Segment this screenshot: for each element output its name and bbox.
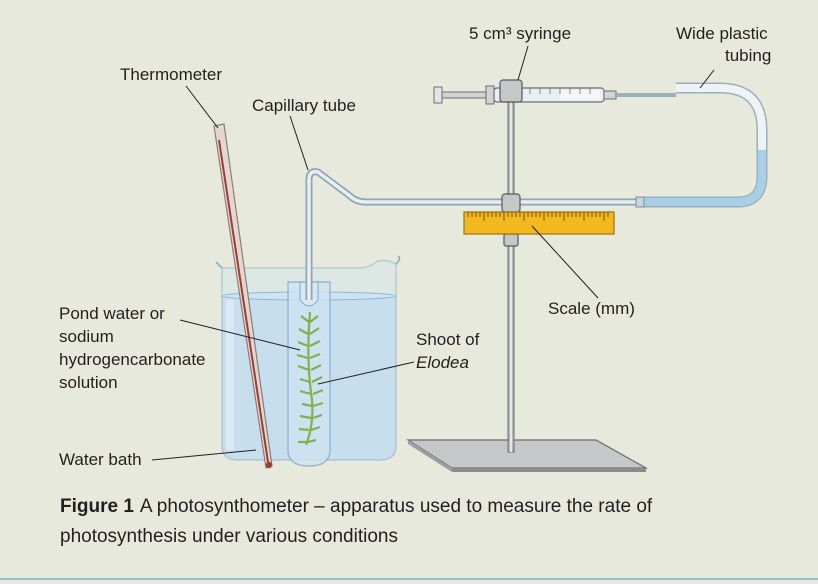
thermometer [213, 123, 273, 469]
clamps [499, 79, 523, 247]
label-tubing-line2: tubing [725, 46, 772, 65]
label-thermometer: Thermometer [120, 65, 223, 84]
label-pond-water-line4: solution [59, 373, 118, 392]
retort-stand [405, 79, 649, 472]
label-pond-water-line2: sodium [59, 327, 114, 346]
label-pond-water-line1: Pond water or [59, 304, 165, 323]
label-shoot-line1: Shoot of [416, 330, 480, 349]
label-pond-water-line3: hydrogencarbonate [59, 350, 206, 369]
leader-lines [151, 45, 715, 461]
plastic-tubing [635, 82, 768, 208]
caption-label: Figure 1 [60, 496, 134, 517]
label-syringe: 5 cm³ syringe [469, 24, 572, 43]
mm-scale [463, 211, 615, 235]
label-tubing-line1: Wide plastic [676, 24, 768, 43]
capillary-tube [305, 168, 640, 300]
label-scale: Scale (mm) [548, 299, 635, 318]
bottom-rule [0, 578, 818, 580]
caption-text: A photosynthometer – apparatus used to m… [60, 496, 653, 547]
label-capillary-tube: Capillary tube [252, 96, 356, 115]
elodea-shoot [296, 311, 324, 446]
syringe [433, 85, 676, 105]
label-shoot-line2: Elodea [416, 353, 469, 372]
label-water-bath: Water bath [59, 450, 142, 469]
